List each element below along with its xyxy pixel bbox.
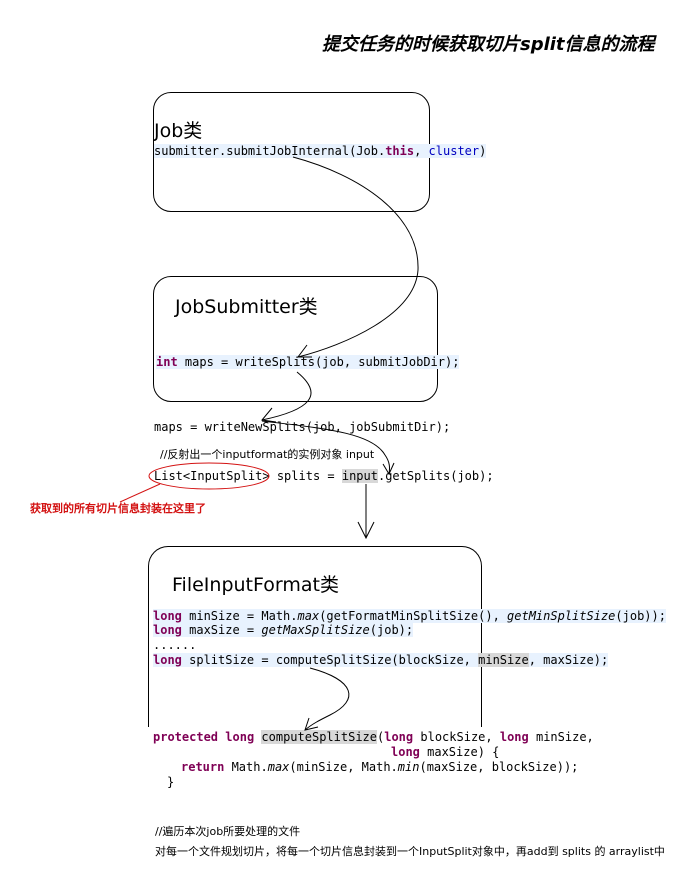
fileinputformat-class-box	[148, 546, 482, 727]
method-max: max	[267, 760, 290, 774]
arrowhead	[304, 717, 319, 731]
field-cluster: cluster	[428, 144, 480, 158]
get-splits-code: List<InputSplit> splits = input.getSplit…	[154, 469, 494, 483]
traverse-comment: //遍历本次job所要处理的文件	[155, 825, 301, 838]
ellipsis-line: ......	[153, 638, 197, 652]
keyword-this: this	[385, 144, 415, 158]
annotation-pointer	[119, 483, 161, 503]
code-text: maxSize =	[181, 623, 262, 637]
compute-close-brace: }	[167, 775, 175, 789]
code-text: splits =	[269, 469, 342, 483]
code-text: (getFormatMinSplitSize(),	[319, 609, 508, 623]
splits-annotation: 获取到的所有切片信息封装在这里了	[30, 502, 206, 515]
code-text: minSize,	[528, 730, 594, 744]
arrowhead	[357, 521, 375, 540]
keyword-long: long	[384, 730, 414, 744]
write-splits-code: int maps = writeSplits(job, submitJobDir…	[156, 355, 460, 369]
fileinputformat-class-label: FileInputFormat类	[172, 574, 339, 596]
max-size-code: long maxSize = getMaxSplitSize(job);	[153, 623, 414, 637]
min-size-code: long minSize = Math.max(getFormatMinSpli…	[153, 609, 666, 623]
keyword-long: long	[153, 609, 182, 623]
keyword-long: long	[225, 730, 255, 744]
code-text: (maxSize, blockSize));	[419, 760, 579, 774]
arrowhead	[382, 462, 395, 476]
method-get-max-split-size: getMaxSplitSize	[261, 623, 370, 637]
diagram-title: 提交任务的时候获取切片split信息的流程	[322, 34, 655, 55]
method-max: max	[297, 609, 320, 623]
code-text: )	[479, 144, 487, 158]
min-size-selected: minSize	[478, 653, 529, 667]
compute-split-size-signature-cont: long maxSize) {	[391, 745, 499, 759]
code-text: maxSize) {	[419, 745, 500, 759]
highlight-ellipse	[148, 462, 270, 490]
arrow-call-to-method	[304, 667, 350, 731]
keyword-return: return	[181, 760, 225, 774]
compute-return-line: return Math.max(minSize, Math.min(maxSiz…	[181, 760, 578, 774]
code-text: splitSize = computeSplitSize(blockSize,	[181, 653, 479, 667]
keyword-protected: protected	[153, 730, 219, 744]
job-submit-code: submitter.submitJobInternal(Job.this, cl…	[154, 144, 487, 158]
input-variable: input	[341, 469, 378, 483]
split-size-code: long splitSize = computeSplitSize(blockS…	[153, 653, 609, 667]
keyword-long: long	[391, 745, 420, 759]
arrow-writesplits-to-writenewsplits	[261, 371, 312, 421]
code-text: (	[377, 730, 385, 744]
jobsubmitter-class-box	[153, 276, 438, 402]
reflection-comment: //反射出一个inputformat的实例对象 input	[160, 448, 375, 461]
keyword-long: long	[499, 730, 529, 744]
jobsubmitter-class-label: JobSubmitter类	[175, 296, 318, 318]
code-text: ,	[414, 144, 429, 158]
code-text: , maxSize);	[528, 653, 609, 667]
code-text: maps = writeSplits(job, submitJobDir);	[177, 355, 460, 369]
arrowhead	[297, 344, 312, 358]
compute-split-size-signature: protected long computeSplitSize(long blo…	[153, 730, 594, 744]
code-text: blockSize,	[413, 730, 500, 744]
method-get-min-split-size: getMinSplitSize	[507, 609, 616, 623]
code-text: Math.	[224, 760, 268, 774]
code-text: (minSize, Math.	[289, 760, 398, 774]
code-text: .getSplits(job);	[377, 469, 494, 483]
job-class-label: Job类	[154, 120, 203, 142]
code-text: submitter.submitJobInternal(Job.	[154, 144, 386, 158]
code-text: (job);	[369, 623, 414, 637]
code-text: minSize = Math.	[181, 609, 298, 623]
method-compute-split-size: computeSplitSize	[261, 730, 377, 744]
code-text: (job));	[615, 609, 666, 623]
list-inputsplit-type: List<InputSplit>	[154, 469, 270, 483]
arrow-job-to-submitter	[292, 156, 419, 358]
keyword-int: int	[156, 355, 178, 369]
method-min: min	[397, 760, 420, 774]
arrow-writenewsplits-to-getsplits	[261, 420, 390, 475]
keyword-long: long	[153, 653, 182, 667]
arrowhead	[261, 407, 277, 423]
split-description: 对每一个文件规划切片，将每一个切片信息封装到一个InputSplit对象中，再a…	[155, 845, 665, 858]
write-new-splits-code: maps = writeNewSplits(job, jobSubmitDir)…	[154, 420, 451, 434]
keyword-long: long	[153, 623, 182, 637]
